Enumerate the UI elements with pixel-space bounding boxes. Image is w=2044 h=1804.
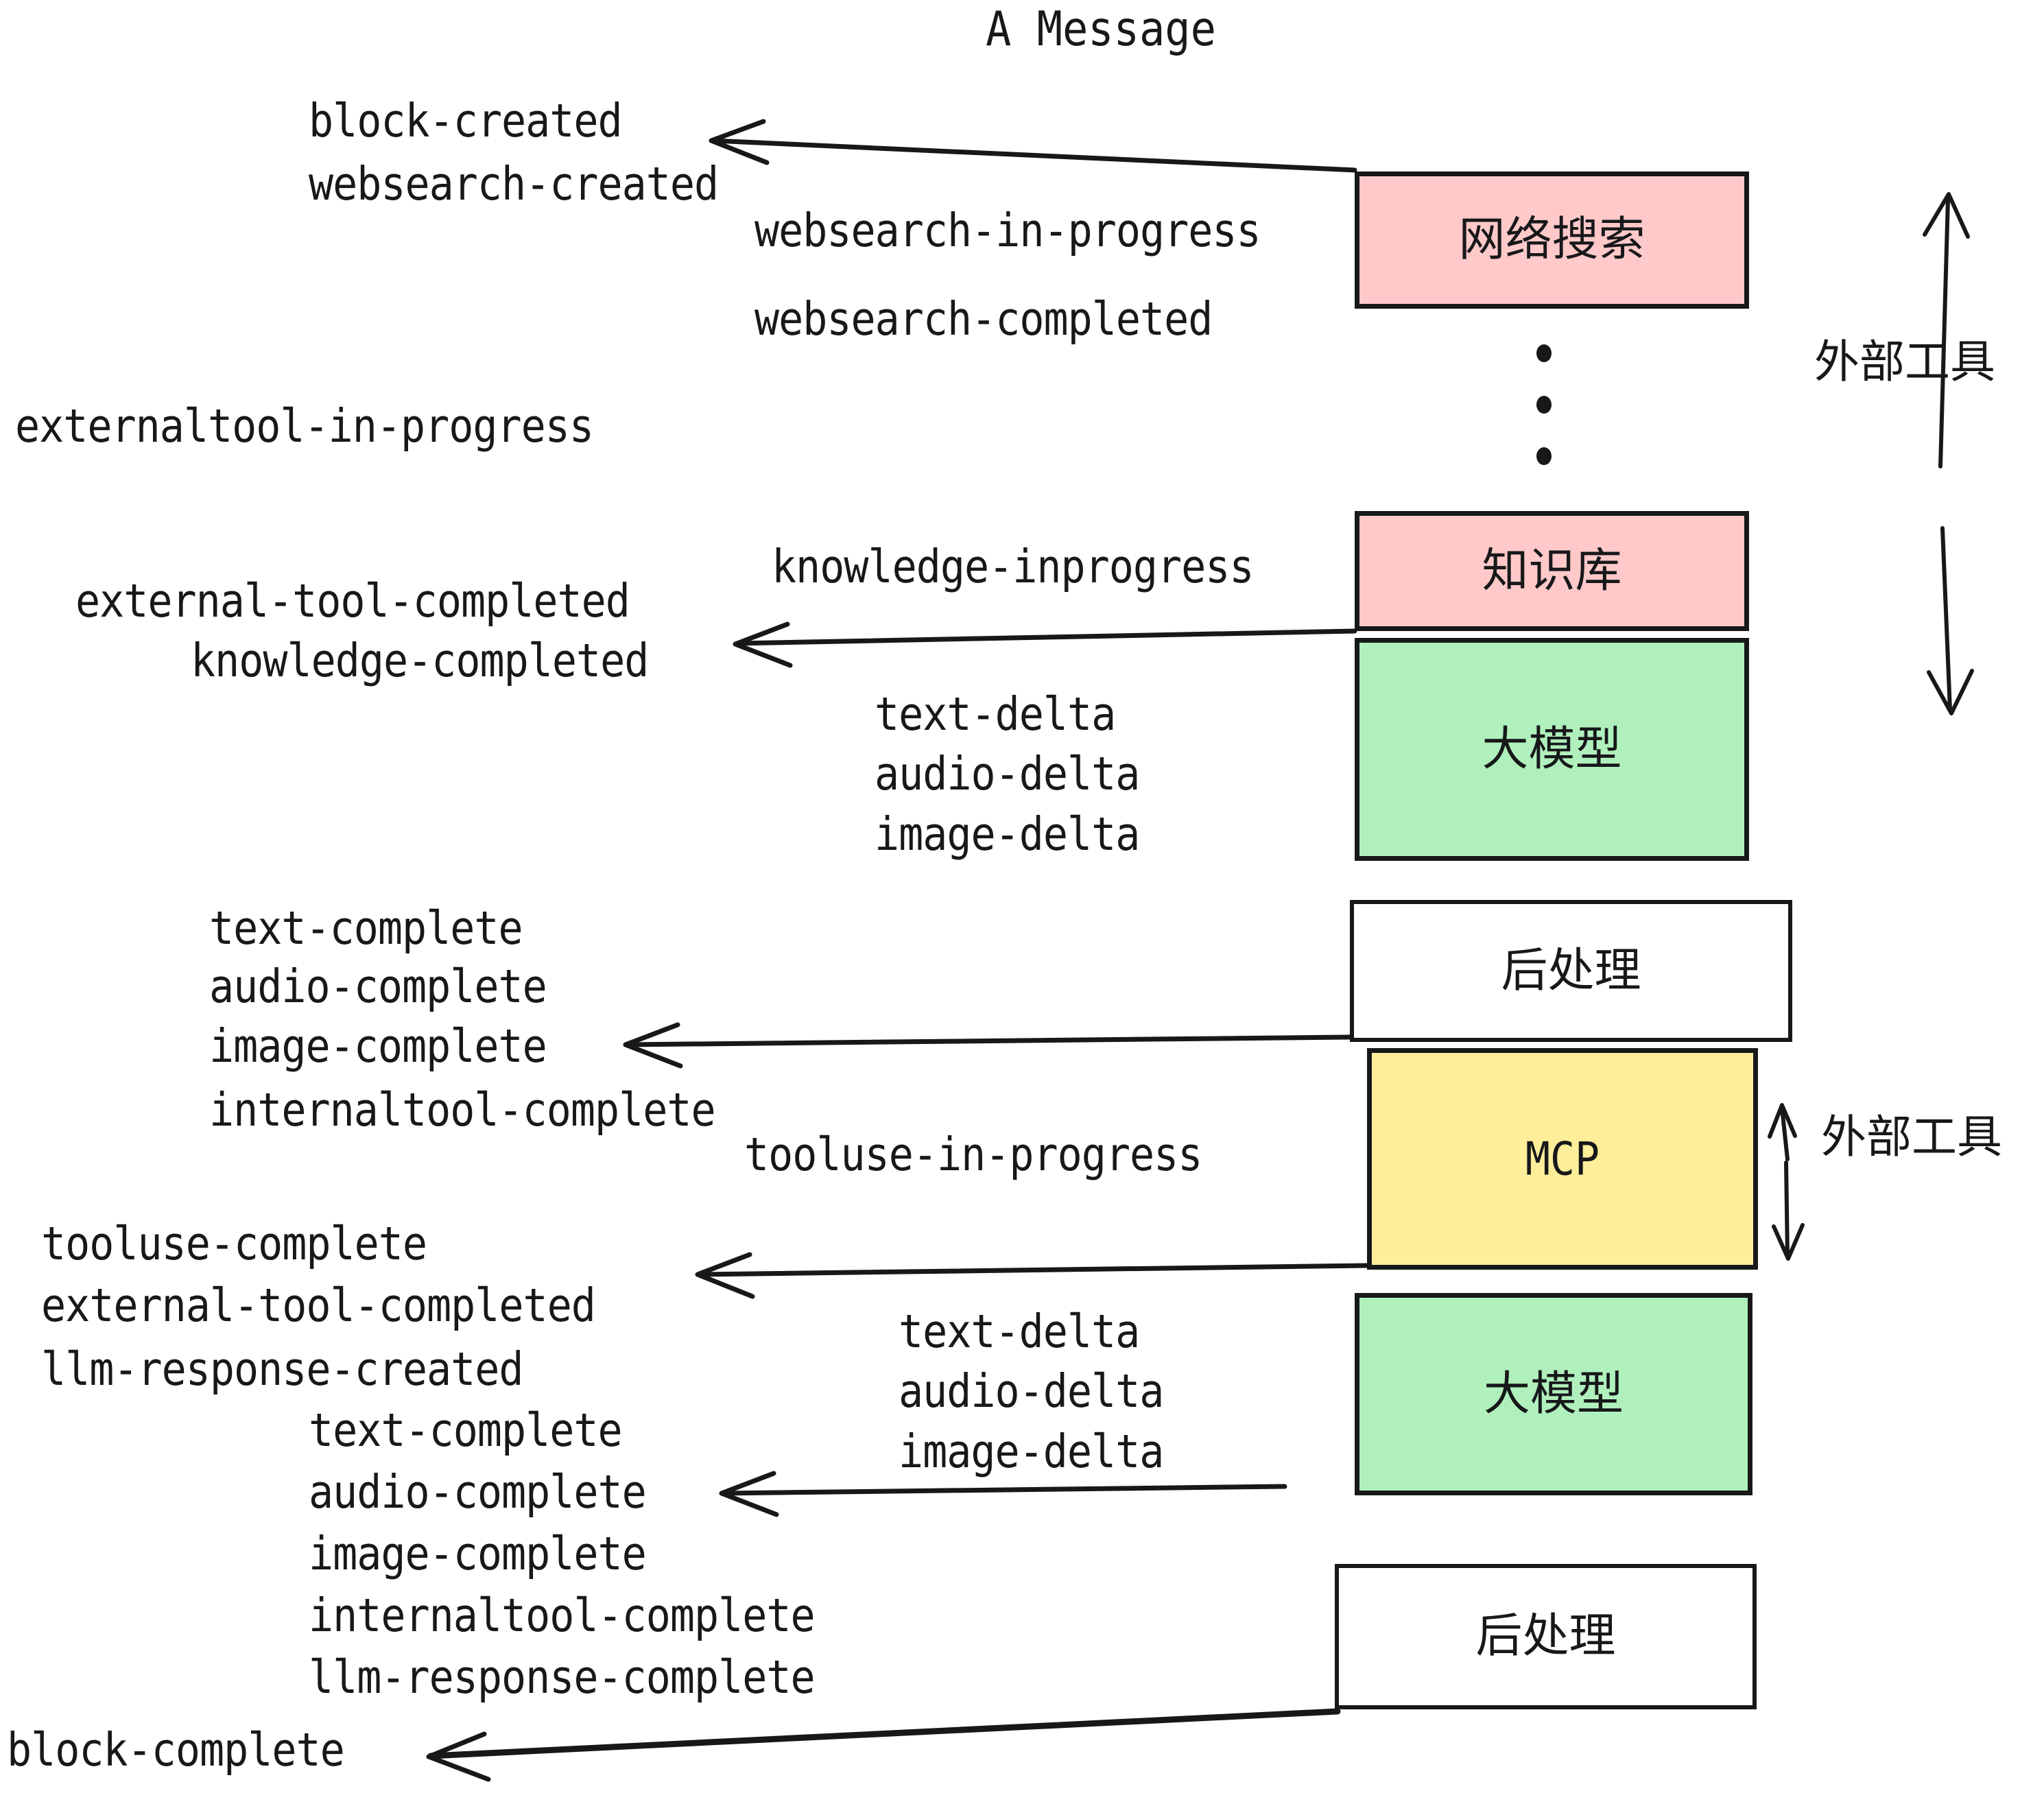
event-text-delta-1: text-delta <box>875 687 1116 741</box>
node-postprocess-bottom-label: 后处理 <box>1475 1609 1616 1663</box>
node-knowledge[interactable]: 知识库 <box>1355 511 1749 631</box>
event-image-delta-1: image-delta <box>875 807 1140 862</box>
event-audio-delta-1: audio-delta <box>875 747 1140 801</box>
node-websearch-label: 网络搜索 <box>1458 213 1645 267</box>
arrow-head-websearch <box>709 119 770 165</box>
node-knowledge-label: 知识库 <box>1482 543 1622 598</box>
event-websearch-in-progress: websearch-in-progress <box>754 204 1261 258</box>
event-external-tool-completed-2: external-tool-completed <box>41 1279 596 1333</box>
arrow-head-mcp <box>695 1252 755 1299</box>
event-external-tool-completed-1: external-tool-completed <box>75 574 630 628</box>
event-websearch-completed: websearch-completed <box>754 292 1213 346</box>
event-tooluse-in-progress: tooluse-in-progress <box>744 1128 1202 1182</box>
node-llm-top-label: 大模型 <box>1482 722 1622 776</box>
node-mcp[interactable]: MCP <box>1367 1048 1758 1270</box>
external-tool-arrow-top-down-shaft <box>1940 526 1952 712</box>
event-text-delta-2: text-delta <box>899 1305 1140 1359</box>
event-tooluse-complete: tooluse-complete <box>41 1217 427 1271</box>
event-image-delta-2: image-delta <box>899 1425 1164 1479</box>
external-tool-arrow-bottom-down-shaft <box>1784 1161 1790 1257</box>
external-tool-arrow-bottom-up-shaft <box>1780 1106 1790 1161</box>
arrow-postprocess-to-block-complete <box>427 1708 1341 1759</box>
event-llm-response-complete: llm-response-complete <box>309 1650 816 1705</box>
arrow-head-block-complete <box>426 1731 491 1782</box>
external-tool-label-bottom: 外部工具 <box>1821 1111 2002 1163</box>
external-tool-arrow-top-down-head <box>1927 669 1974 715</box>
ellipsis-dot-1 <box>1536 344 1552 362</box>
event-image-complete-2: image-complete <box>309 1527 647 1581</box>
node-postprocess-top[interactable]: 后处理 <box>1350 900 1792 1042</box>
arrow-head-knowledge <box>733 621 793 668</box>
node-postprocess-bottom[interactable]: 后处理 <box>1335 1564 1757 1709</box>
event-image-complete-1: image-complete <box>209 1019 547 1073</box>
event-audio-delta-2: audio-delta <box>899 1364 1164 1419</box>
external-tool-arrow-bottom-down-head <box>1772 1223 1805 1261</box>
node-websearch[interactable]: 网络搜索 <box>1355 171 1749 309</box>
event-internaltool-complete-2: internaltool-complete <box>309 1589 816 1643</box>
node-llm-bottom-label: 大模型 <box>1483 1366 1624 1421</box>
node-llm-bottom[interactable]: 大模型 <box>1355 1293 1752 1495</box>
event-llm-response-created: llm-response-created <box>41 1342 523 1397</box>
arrow-llm-to-audio-complete <box>721 1484 1287 1496</box>
event-text-complete-1: text-complete <box>209 901 523 956</box>
node-mcp-label: MCP <box>1525 1132 1600 1186</box>
arrow-head-llm-bottom <box>719 1471 779 1517</box>
arrow-postprocess-to-image-complete <box>625 1034 1353 1047</box>
ellipsis-dot-2 <box>1536 396 1552 414</box>
arrow-knowledge-to-completed <box>735 628 1357 646</box>
event-internaltool-complete-1: internaltool-complete <box>209 1083 716 1137</box>
event-externaltool-in-progress: externaltool-in-progress <box>15 399 594 453</box>
event-audio-complete-2: audio-complete <box>309 1465 647 1519</box>
node-postprocess-top-label: 后处理 <box>1501 943 1641 998</box>
node-llm-top[interactable]: 大模型 <box>1355 638 1749 861</box>
external-tool-arrow-top-up-head <box>1923 192 1970 239</box>
arrow-mcp-to-tooluse-complete <box>697 1263 1370 1277</box>
event-websearch-created: websearch-created <box>309 157 719 211</box>
arrow-websearch-to-created <box>711 138 1357 173</box>
ellipsis-dot-3 <box>1536 447 1552 465</box>
event-block-complete: block-complete <box>7 1723 345 1777</box>
diagram-title: A Message <box>986 1 1216 58</box>
external-tool-arrow-bottom-up-head <box>1768 1103 1797 1139</box>
event-knowledge-inprogress: knowledge-inprogress <box>772 540 1254 594</box>
event-text-complete-2: text-complete <box>309 1403 623 1458</box>
event-knowledge-completed: knowledge-completed <box>191 634 649 688</box>
arrow-head-postprocess-top <box>623 1022 683 1069</box>
event-audio-complete-1: audio-complete <box>209 960 547 1014</box>
external-tool-arrow-top-up-shaft <box>1938 197 1950 468</box>
event-block-created: block-created <box>309 94 623 148</box>
external-tool-label-top: 外部工具 <box>1814 335 1995 388</box>
